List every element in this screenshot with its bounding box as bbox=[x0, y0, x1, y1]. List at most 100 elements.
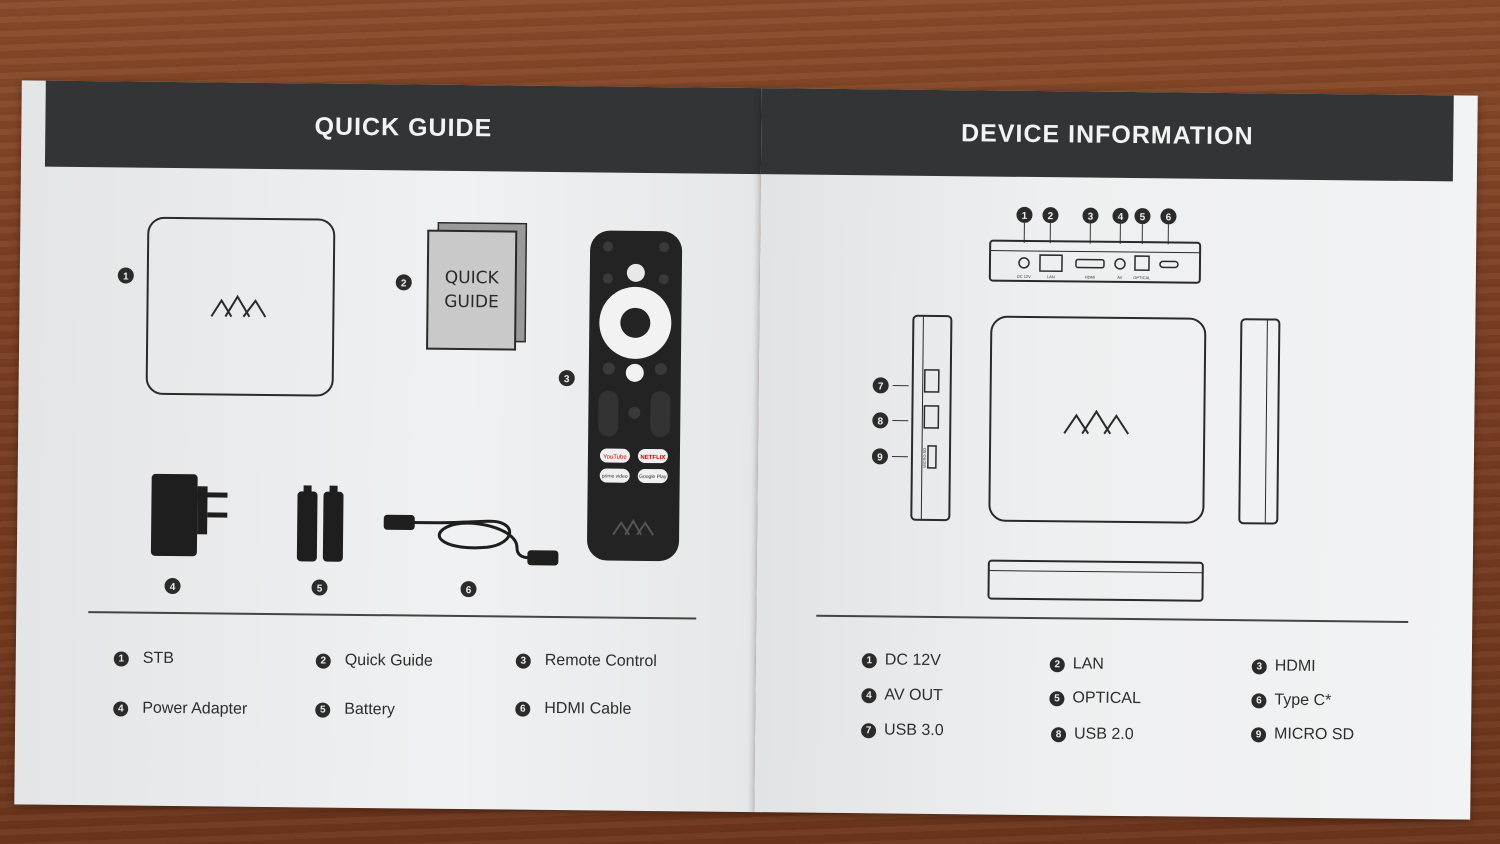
google-play-button-label: Google Play bbox=[639, 474, 667, 480]
right-page: DEVICE INFORMATION 1 2 3 4 5 6 bbox=[754, 88, 1478, 820]
device-ports-illustration: 1 2 3 4 5 6 DC 12V LAN HDMI bbox=[871, 206, 1281, 602]
callout-dot bbox=[164, 578, 181, 595]
legend-label: LAN bbox=[1072, 655, 1105, 673]
right-side-view-drawing bbox=[1238, 318, 1281, 525]
youtube-button-label: YouTube bbox=[603, 455, 627, 461]
legend-number: 1 bbox=[861, 652, 877, 668]
typec-port-icon bbox=[1159, 260, 1179, 269]
legend-item-usb-3: 7 USB 3.0 bbox=[861, 721, 944, 740]
rear-panel-drawing: DC 12V LAN HDMI AV OPTICAL bbox=[988, 239, 1202, 284]
legend-number: 2 bbox=[315, 653, 331, 669]
home-icon bbox=[625, 363, 644, 382]
port-label-dc: DC 12V bbox=[1017, 274, 1031, 279]
legend-item-lan: 2 LAN bbox=[1049, 655, 1105, 674]
callout-dot bbox=[558, 370, 575, 387]
quick-guide-booklet: QUICK GUIDE 1 QUICK GUIDE 2 bbox=[14, 80, 1478, 821]
prime-video-button-label: prime video bbox=[602, 473, 628, 479]
port-callout-1: 1 bbox=[1022, 211, 1028, 222]
legend-label: MICRO SD bbox=[1273, 725, 1355, 744]
callout-dot bbox=[117, 267, 134, 284]
device-logo-icon bbox=[1063, 409, 1130, 435]
legend-label: DC 12V bbox=[884, 651, 941, 670]
callout-dot bbox=[460, 581, 477, 598]
dpad-ok-button bbox=[620, 307, 651, 338]
google-play-button bbox=[637, 468, 668, 484]
legend-number: 4 bbox=[113, 700, 129, 717]
legend-number: 1 bbox=[113, 650, 129, 667]
side-callouts: 7 8 9 bbox=[871, 377, 909, 465]
legend-item-micro-sd: 9 MICRO SD bbox=[1250, 725, 1355, 744]
booklet-cover-line2: GUIDE bbox=[444, 292, 499, 313]
callout-3: 3 bbox=[564, 374, 570, 385]
left-page-header: QUICK GUIDE bbox=[44, 80, 762, 175]
legend-item-usb-2: 8 USB 2.0 bbox=[1050, 725, 1134, 744]
hdmi-cable-drawing bbox=[383, 514, 559, 566]
legend-label: HDMI bbox=[1274, 657, 1316, 675]
legend-label: OPTICAL bbox=[1072, 689, 1141, 708]
legend-item-quick-guide: 2 Quick Guide bbox=[315, 651, 433, 671]
port-callout-6: 6 bbox=[1166, 212, 1172, 223]
legend-number: 9 bbox=[1250, 726, 1267, 742]
booklet-cover-line1: QUICK bbox=[445, 268, 500, 289]
legend-item-battery: 5 Battery bbox=[315, 701, 395, 720]
power-adapter-drawing bbox=[150, 473, 228, 557]
side-port-label-microsd: MICRO SD bbox=[922, 448, 927, 468]
legend-number: 5 bbox=[1049, 690, 1065, 706]
side-callout-7: 7 bbox=[878, 381, 884, 392]
legend-item-power-adapter: 4 Power Adapter bbox=[113, 699, 247, 718]
microsd-slot-icon bbox=[927, 445, 937, 469]
legend-item-hdmi: 3 HDMI bbox=[1251, 657, 1316, 676]
stb-drawing bbox=[145, 216, 336, 397]
dc-port-icon bbox=[1018, 257, 1030, 269]
legend-number: 8 bbox=[1050, 726, 1067, 742]
legend-label: Quick Guide bbox=[344, 651, 433, 670]
legend-label: HDMI Cable bbox=[544, 699, 632, 718]
port-callouts: 1 2 3 4 5 6 bbox=[1016, 206, 1177, 245]
optical-port-icon bbox=[1134, 255, 1150, 271]
port-callout-5: 5 bbox=[1140, 212, 1146, 223]
legend-label: USB 3.0 bbox=[883, 721, 944, 740]
port-label-av: AV bbox=[1117, 275, 1122, 280]
legend-label: Type C* bbox=[1274, 691, 1332, 710]
legend-number: 2 bbox=[1049, 656, 1065, 672]
quick-guide-drawing: QUICK GUIDE bbox=[426, 222, 528, 351]
legend-item-optical: 5 OPTICAL bbox=[1049, 689, 1141, 708]
netflix-button bbox=[637, 448, 668, 464]
port-label-hdmi: HDMI bbox=[1085, 275, 1095, 280]
legend-label: Remote Control bbox=[544, 651, 657, 671]
legend-item-remote-control: 3 Remote Control bbox=[515, 651, 657, 671]
callout-2: 2 bbox=[401, 278, 407, 289]
legend-item-av-out: 4 AV OUT bbox=[861, 686, 943, 705]
port-callout-2: 2 bbox=[1048, 211, 1054, 222]
prime-video-button bbox=[599, 468, 630, 483]
callout-dot bbox=[395, 274, 412, 291]
legend-number: 3 bbox=[1251, 658, 1267, 674]
front-view-drawing bbox=[987, 559, 1204, 602]
port-callout-4: 4 bbox=[1118, 212, 1124, 223]
brand-logo-icon bbox=[210, 294, 267, 318]
legend-number: 6 bbox=[515, 701, 531, 717]
legend-number: 5 bbox=[315, 702, 331, 718]
package-contents-illustration: 1 QUICK GUIDE 2 bbox=[117, 216, 683, 598]
youtube-button bbox=[599, 448, 630, 463]
top-view-drawing bbox=[988, 315, 1207, 524]
legend-item-dc-12v: 1 DC 12V bbox=[861, 651, 941, 670]
legend-number: 6 bbox=[1251, 692, 1267, 708]
left-page: QUICK GUIDE 1 QUICK GUIDE 2 bbox=[14, 80, 762, 813]
side-callout-8: 8 bbox=[877, 416, 883, 427]
av-port-icon bbox=[1114, 258, 1126, 270]
remote-logo-icon bbox=[612, 518, 654, 536]
lan-port-icon bbox=[1039, 254, 1063, 273]
assistant-icon bbox=[626, 263, 645, 282]
hdmi-port-icon bbox=[1075, 258, 1105, 269]
port-callout-3: 3 bbox=[1088, 212, 1094, 223]
port-label-lan: LAN bbox=[1047, 274, 1055, 279]
netflix-button-label: NETFLIX bbox=[640, 455, 665, 461]
legend-item-hdmi-cable: 6 HDMI Cable bbox=[515, 699, 632, 719]
usb2-port-icon bbox=[923, 405, 940, 429]
legend-number: 3 bbox=[515, 653, 531, 669]
legend-label: STB bbox=[142, 649, 175, 668]
callout-1: 1 bbox=[123, 271, 129, 282]
legend-number: 4 bbox=[861, 687, 877, 703]
legend-label: Power Adapter bbox=[142, 699, 248, 718]
